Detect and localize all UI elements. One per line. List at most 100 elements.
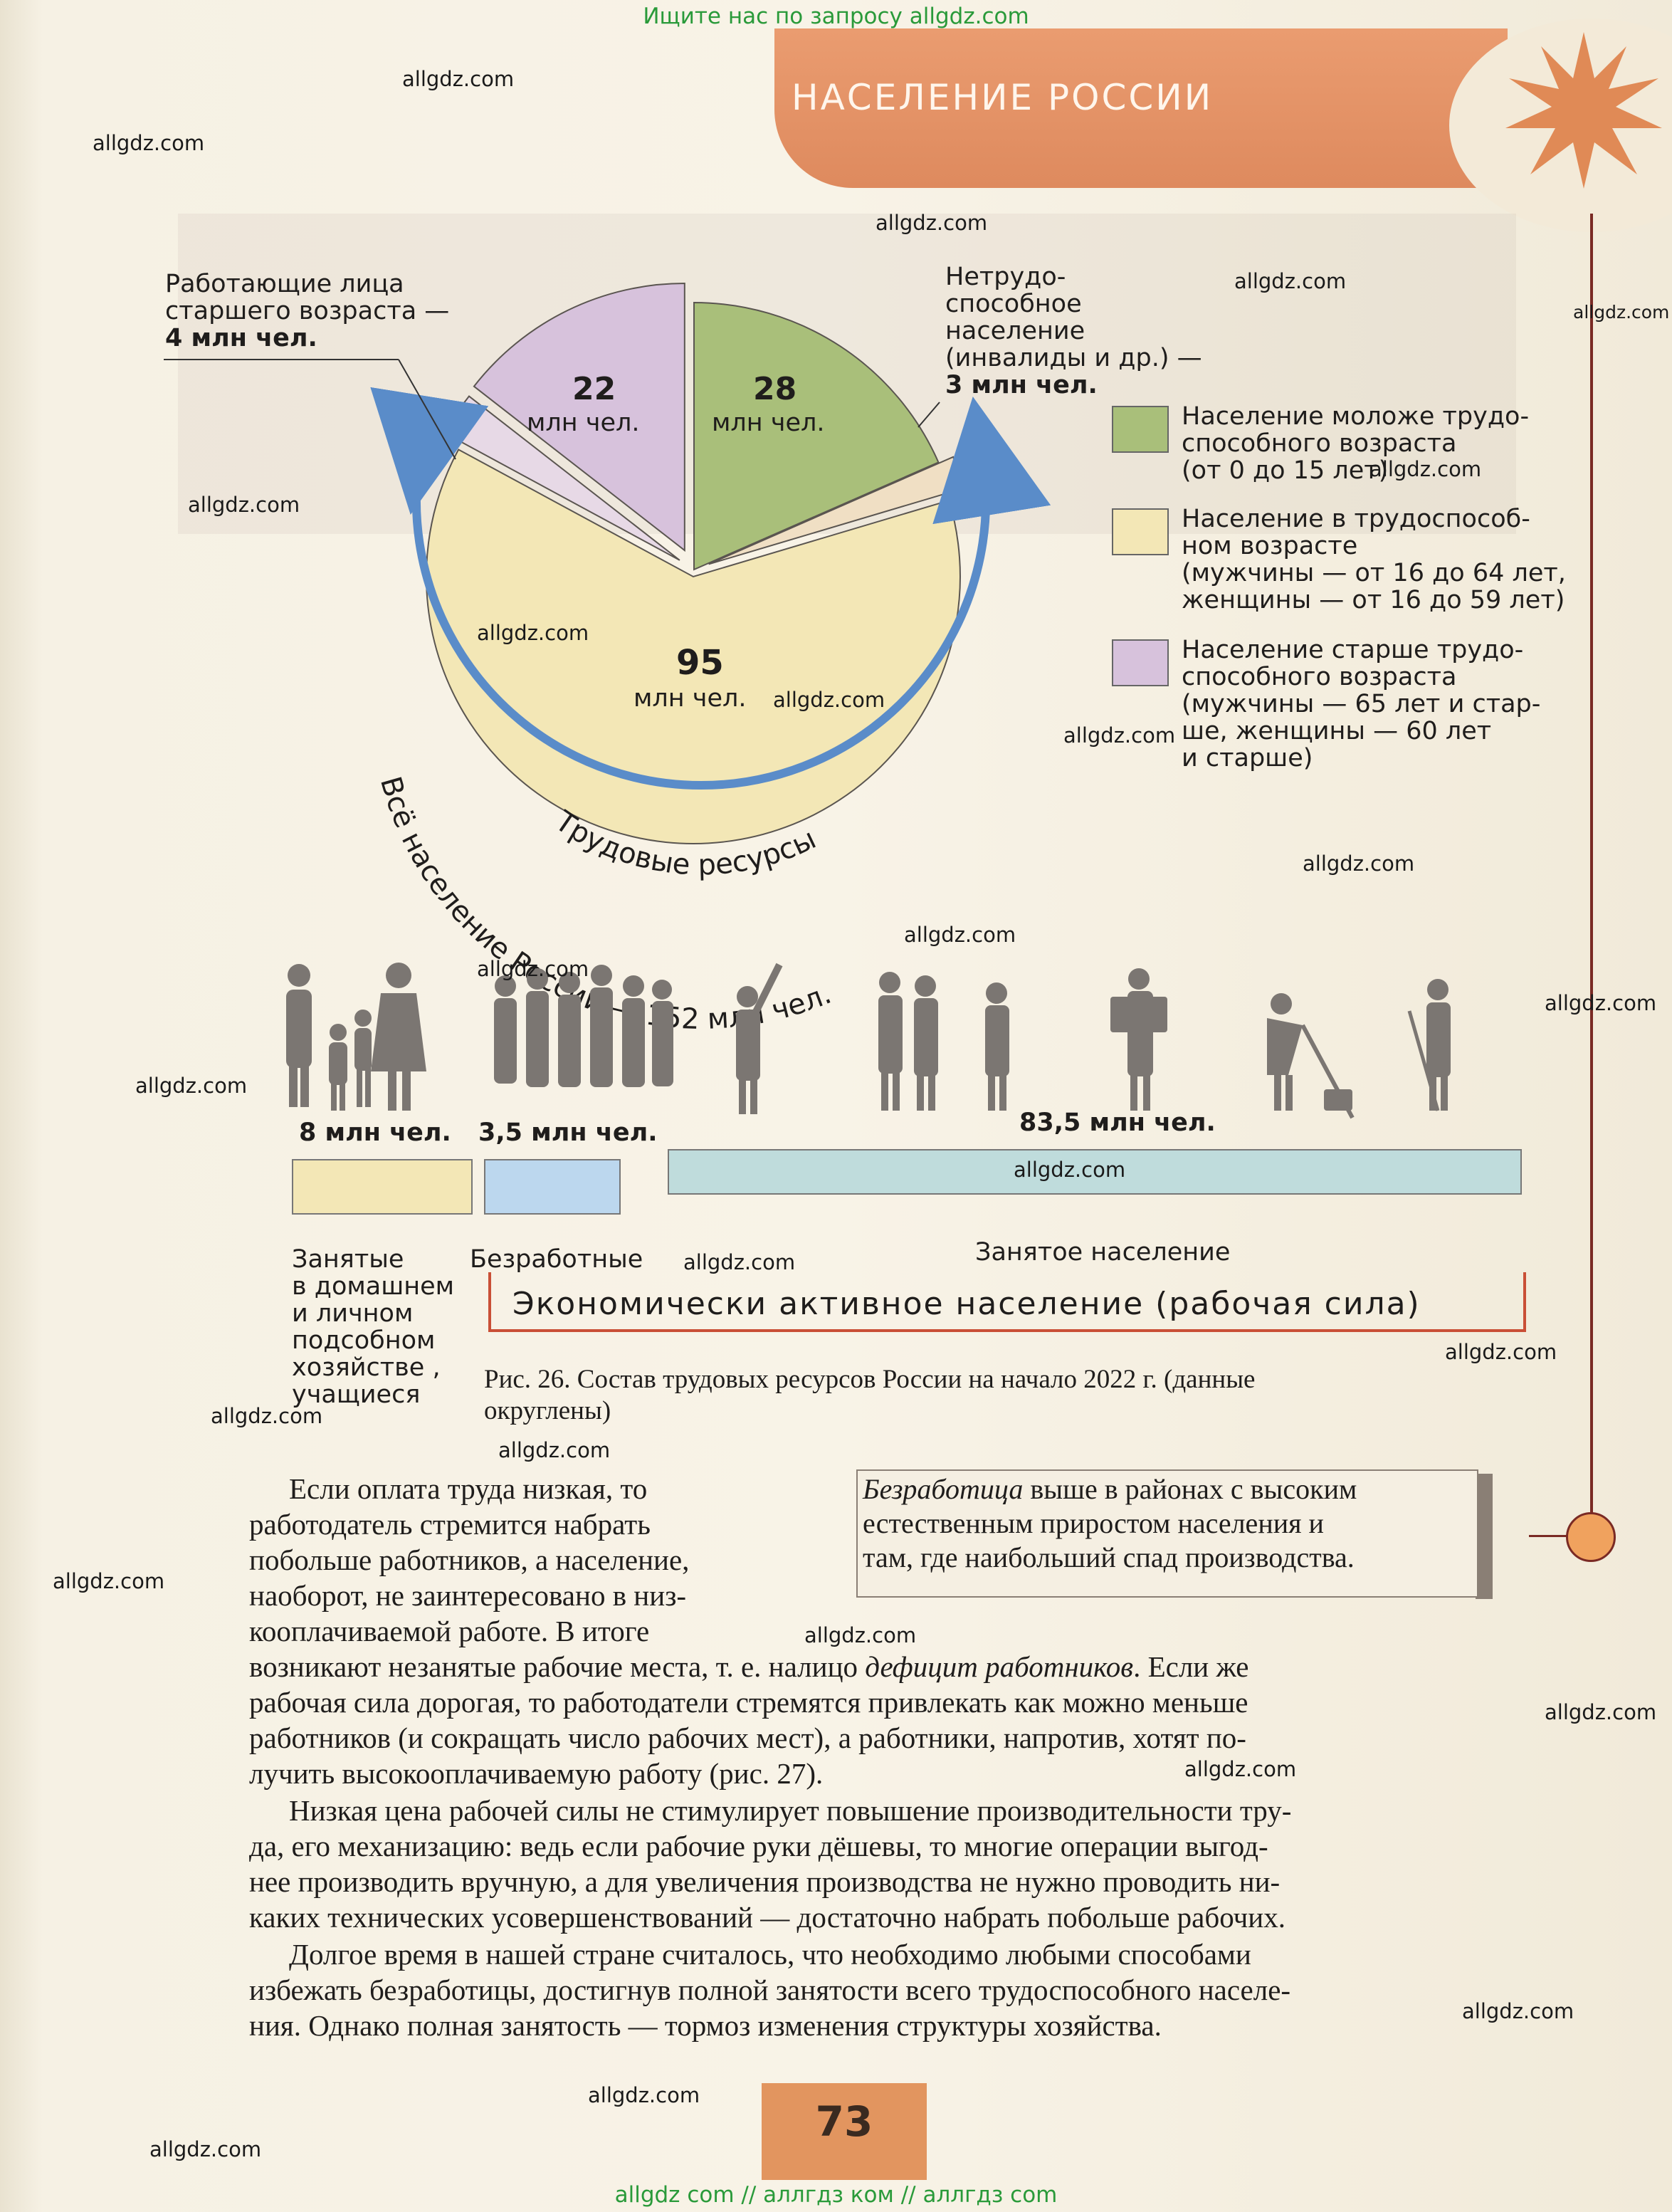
bar-name-line: в домашнем bbox=[292, 1272, 455, 1301]
legend-entry-line: (мужчины — от 16 до 64 лет, bbox=[1182, 559, 1566, 587]
watermark: allgdz.com bbox=[876, 211, 988, 235]
bar-2 bbox=[668, 1149, 1522, 1195]
legend-entry: Население в трудоспособ-ном возрасте(муж… bbox=[1182, 505, 1566, 614]
bar-name-line: Безработные bbox=[470, 1245, 643, 1274]
legend-entry-line: (от 0 до 15 лет) bbox=[1182, 456, 1389, 485]
family-silhouette-icon bbox=[286, 963, 426, 1111]
callout-disabled-4: (инвалиды и др.) — bbox=[945, 344, 1202, 372]
watermark: allgdz.com bbox=[1234, 269, 1347, 293]
p1-line-3: побольше работников, а население, bbox=[249, 1543, 690, 1576]
legend-swatch bbox=[1112, 639, 1169, 686]
watermark: allgdz.com bbox=[498, 1438, 611, 1462]
watermark: allgdz.com bbox=[1369, 457, 1482, 481]
watermark: allgdz.com bbox=[477, 957, 589, 981]
p1-line-7: рабочая сила дорогая, то работодатели ст… bbox=[249, 1686, 1248, 1719]
side-marker bbox=[1566, 1512, 1616, 1562]
figure-caption-line-1: Рис. 26. Состав трудовых ресурсов России… bbox=[484, 1365, 1256, 1394]
legend-entry-line: Население в трудоспособ- bbox=[1182, 505, 1530, 533]
watermark: allgdz.com bbox=[904, 923, 1016, 947]
legend-entry-line: способного возраста bbox=[1182, 663, 1457, 691]
bar-value-label: 83,5 млн чел. bbox=[1019, 1108, 1216, 1137]
callout-line-disabled bbox=[918, 402, 940, 428]
watermark: allgdz.com bbox=[188, 493, 300, 517]
page-number: 73 bbox=[815, 2097, 873, 2146]
slice-value-young: 28 bbox=[753, 371, 797, 407]
legend-entry-line: и старше) bbox=[1182, 744, 1313, 772]
p3-line-3: ния. Однако полная занятость — тормоз из… bbox=[249, 2009, 1162, 2042]
watermark: allgdz.com bbox=[135, 1074, 248, 1098]
watermark: allgdz.com bbox=[1462, 1999, 1574, 2023]
legend-entry-line: (мужчины — 65 лет и стар- bbox=[1182, 690, 1541, 718]
note-text: Безработица выше в районах с высоким ест… bbox=[863, 1472, 1489, 1575]
legend-entry-line: способного возраста bbox=[1182, 429, 1457, 458]
legend-swatch bbox=[1112, 508, 1169, 555]
labor-resources-arrow bbox=[370, 387, 1051, 790]
bar-value-label: 3,5 млн чел. bbox=[478, 1118, 658, 1147]
p2-line-1: Низкая цена рабочей силы не стимулирует … bbox=[289, 1794, 1292, 1827]
bar-name-line: и личном bbox=[292, 1299, 414, 1328]
watermark: allgdz.com bbox=[1063, 723, 1176, 748]
figure-caption-line-2: округлены) bbox=[484, 1396, 611, 1425]
slice-value-old: 22 bbox=[572, 371, 616, 407]
callout-old-working: Работающие лица старшего возраста — 4 мл… bbox=[165, 271, 464, 352]
economically-active-bracket bbox=[488, 1272, 1526, 1332]
bottom-banner[interactable]: allgdz com // аллгдз ком // аллгдз com bbox=[614, 2182, 1058, 2208]
bar-name-line: хозяйстве , bbox=[292, 1353, 441, 1382]
watermark: allgdz.com bbox=[1014, 1158, 1126, 1182]
callout-disabled-1: Нетрудо- bbox=[945, 263, 1066, 291]
slice-unit-young: млн чел. bbox=[712, 409, 825, 437]
p1-line-8: работников (и сокращать число рабочих ме… bbox=[249, 1721, 1246, 1754]
bar-name-line: учащиеся bbox=[292, 1380, 421, 1409]
sun-decor-icon bbox=[1505, 32, 1662, 189]
p2-line-3: нее производить вручную, а для увеличени… bbox=[249, 1865, 1281, 1898]
note-italic: Безработица bbox=[863, 1473, 1024, 1505]
watermark: allgdz.com bbox=[1545, 991, 1657, 1015]
p1-line-6: возникают незанятые рабочие места, т. е.… bbox=[249, 1650, 1249, 1683]
paragraph-1-bottom: возникают незанятые рабочие места, т. е.… bbox=[249, 1649, 1537, 2043]
watermark: allgdz.com bbox=[773, 688, 885, 712]
watermark: allgdz.com bbox=[211, 1404, 323, 1428]
bar-1 bbox=[484, 1159, 621, 1215]
legend-swatch bbox=[1112, 406, 1169, 453]
callout-disabled: Нетрудо- способное население (инвалиды и… bbox=[945, 263, 1202, 399]
section-tab bbox=[774, 28, 1508, 188]
legend-entry-line: женщины — от 16 до 59 лет) bbox=[1182, 586, 1565, 614]
paragraph-1-top: Если оплата труда низкая, то работодател… bbox=[249, 1471, 797, 1649]
note-box bbox=[856, 1469, 1478, 1598]
legend-entry-line: Население моложе трудо- bbox=[1182, 402, 1530, 431]
p1-line-2: работодатель стремится набрать bbox=[249, 1508, 651, 1541]
watermark: allgdz.com bbox=[53, 1569, 165, 1593]
watermark: allgdz.com bbox=[477, 621, 589, 645]
callout-old-working-value: 4 млн чел. bbox=[165, 324, 317, 352]
watermark: allgdz.com bbox=[683, 1250, 796, 1274]
legend-entry-line: ном возрасте bbox=[1182, 532, 1358, 560]
callout-disabled-2: способное bbox=[945, 290, 1082, 318]
people-silhouettes bbox=[286, 963, 1451, 1119]
watermark: allgdz.com bbox=[1545, 1700, 1657, 1724]
p1-line-5: кооплачиваемой работе. В итоге bbox=[249, 1615, 650, 1647]
bar-name-line: Занятое население bbox=[975, 1238, 1231, 1267]
note-line-1: выше в районах с высоким bbox=[1023, 1473, 1357, 1505]
callout-old-working-text: Работающие лица старшего возраста — bbox=[165, 270, 450, 325]
p1-line-4: наоборот, не заинтересовано в низ- bbox=[249, 1579, 687, 1612]
p2-line-2: да, его механизацию: ведь если рабочие р… bbox=[249, 1830, 1268, 1862]
top-banner[interactable]: Ищите нас по запросу allgdz.com bbox=[643, 4, 1029, 29]
bar-name-label: Занятое население bbox=[975, 1239, 1230, 1266]
slice-value-working: 95 bbox=[676, 643, 724, 683]
side-rule bbox=[1590, 214, 1593, 1552]
note-line-2: естественным приростом населения и bbox=[863, 1507, 1324, 1539]
bar-name-line: подсобном bbox=[292, 1326, 436, 1355]
p1-line-1: Если оплата труда низкая, то bbox=[289, 1472, 648, 1505]
p1-line-9: лучить высокооплачиваемую работу (рис. 2… bbox=[249, 1757, 824, 1790]
watermark: allgdz.com bbox=[149, 2137, 262, 2161]
pie bbox=[426, 283, 966, 844]
watermark: allgdz.com bbox=[804, 1623, 917, 1647]
page-number-box bbox=[762, 2083, 927, 2180]
note-line-3: там, где наибольший спад производства. bbox=[863, 1541, 1355, 1573]
figure-caption: Рис. 26. Состав трудовых ресурсов России… bbox=[484, 1364, 1495, 1427]
watermark: allgdz.com bbox=[402, 67, 515, 91]
watermark: allgdz.com bbox=[1303, 851, 1415, 876]
side-tick bbox=[1529, 1535, 1567, 1537]
watermark: allgdz.com bbox=[588, 2083, 700, 2107]
